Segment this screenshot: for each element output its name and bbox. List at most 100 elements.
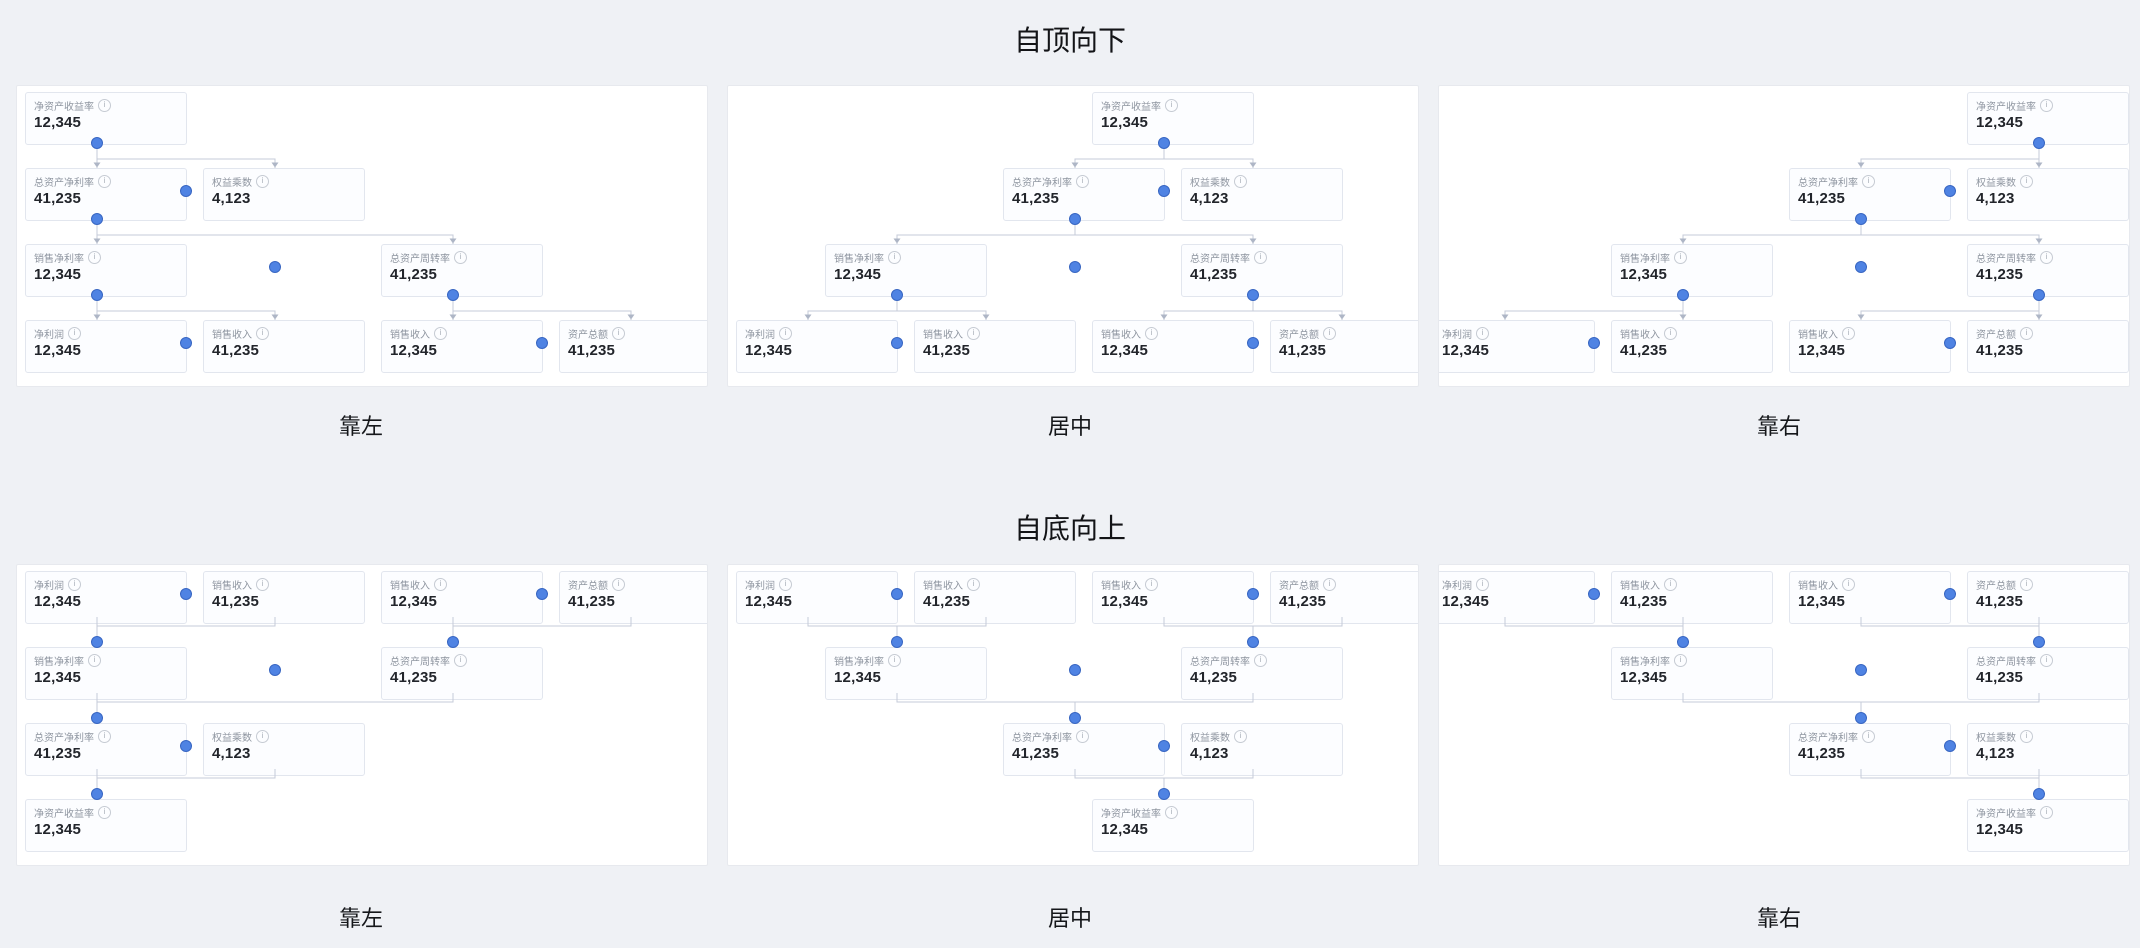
edge-arrow: [449, 314, 457, 320]
node-value: 12,345: [1620, 669, 1668, 686]
node-value: 4,123: [1190, 190, 1229, 207]
edge-arrow: [1071, 717, 1079, 723]
captions-row: 靠左 居中 靠右: [0, 412, 2140, 442]
node-value: 12,345: [1798, 342, 1846, 359]
collapse-button[interactable]: [1677, 636, 1689, 648]
collapse-button[interactable]: [1855, 712, 1867, 724]
info-icon: i: [256, 326, 269, 340]
node-label: 总资产净利率: [34, 177, 94, 189]
collapse-button[interactable]: [447, 636, 459, 648]
operator-dot: [1069, 261, 1081, 273]
info-icon: i: [454, 250, 467, 264]
info-icon: i: [1145, 577, 1158, 591]
collapse-button[interactable]: [1247, 636, 1259, 648]
node-value: 12,345: [1442, 342, 1490, 359]
edge-arrow: [2035, 641, 2043, 647]
info-icon: i: [1165, 98, 1178, 112]
collapse-button[interactable]: [91, 712, 103, 724]
edge-arrow: [1071, 717, 1079, 723]
node-value: 12,345: [34, 114, 82, 131]
info-icon: i: [1254, 250, 1267, 264]
collapse-button[interactable]: [891, 636, 903, 648]
collapse-button[interactable]: [91, 636, 103, 648]
collapse-button[interactable]: [2033, 636, 2045, 648]
info-icon: i: [2040, 250, 2053, 264]
node-value: 41,235: [923, 342, 971, 359]
edge-arrow: [93, 162, 101, 168]
node-value: 12,345: [1620, 266, 1668, 283]
edge-arrow: [93, 717, 101, 723]
collapse-button[interactable]: [2033, 788, 2045, 800]
node-label: 净资产收益率: [1101, 101, 1161, 113]
node-label: 销售净利率: [34, 253, 84, 265]
collapse-button[interactable]: [91, 788, 103, 800]
info-icon: i: [1476, 577, 1489, 591]
info-icon: i: [2020, 577, 2033, 591]
node-value: 12,345: [834, 266, 882, 283]
node-label: 销售收入: [923, 329, 963, 341]
node-value: 12,345: [34, 266, 82, 283]
collapse-button[interactable]: [1069, 712, 1081, 724]
collapse-button[interactable]: [1158, 788, 1170, 800]
info-icon: i: [256, 577, 269, 591]
edge-arrow: [1679, 314, 1687, 320]
edge-arrow: [1249, 641, 1257, 647]
operator-dot: [1855, 261, 1867, 273]
node-label: 资产总额: [568, 580, 608, 592]
